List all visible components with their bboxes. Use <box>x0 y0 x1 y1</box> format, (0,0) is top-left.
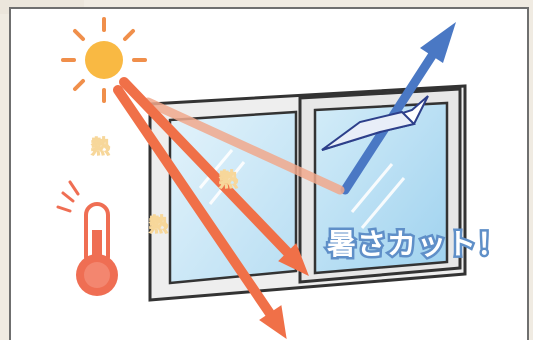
deflected-heat-beam <box>143 97 345 195</box>
thermometer-hot-icon <box>56 180 118 296</box>
heat-cut-caption: 暑さカット！ <box>327 227 507 261</box>
peeling-heat-film-icon <box>321 95 429 151</box>
heat-label-3: 熱 <box>149 213 168 236</box>
heat-label-1: 熱 <box>91 135 110 158</box>
heat-arrows <box>113 77 309 340</box>
heat-label-2: 熱 <box>219 168 238 191</box>
